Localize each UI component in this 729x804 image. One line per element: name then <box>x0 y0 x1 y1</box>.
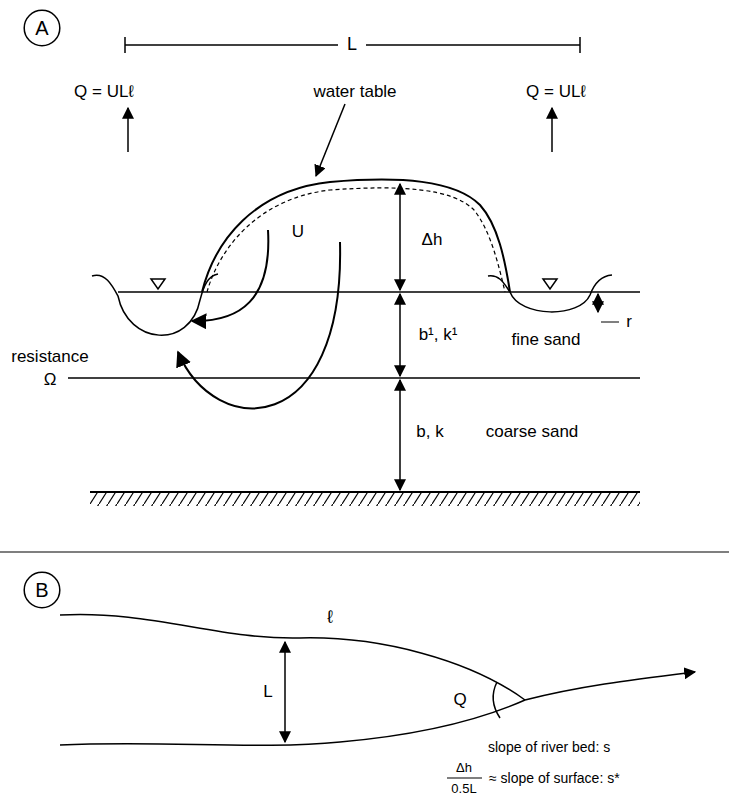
flow-line <box>178 242 340 408</box>
dimension-arrow <box>399 294 401 376</box>
leader-line <box>601 322 619 323</box>
diagram-label: ℓ <box>325 608 335 628</box>
dimension-arrow <box>284 642 286 742</box>
diagram-label: resistance <box>9 348 90 367</box>
diagram-label: 0.5L <box>449 782 478 796</box>
panel-letter: A <box>23 9 61 47</box>
fraction-bar <box>447 777 482 778</box>
water-table-dashed <box>207 188 505 292</box>
diagram-label: b¹, k¹ <box>417 326 460 345</box>
panel-letter-circle: B <box>23 571 61 609</box>
diagram-label: b, k <box>414 423 445 442</box>
river-bank <box>60 614 525 700</box>
diagram-label: Ω <box>42 371 59 390</box>
diagram-label: Q = ULℓ <box>72 83 136 102</box>
scale-bar <box>125 44 338 46</box>
diagram-label: ≈ slope of surface: s* <box>487 771 622 786</box>
panel-letter: B <box>23 571 61 609</box>
scale-tick <box>124 37 126 53</box>
diagram-label: Q = ULℓ <box>524 83 588 102</box>
river-channel <box>488 275 612 312</box>
diagram-label: Q <box>451 691 468 710</box>
water-level-symbol <box>151 279 165 289</box>
diagram-label: Δh <box>454 761 474 775</box>
diagram-label: U <box>290 223 306 242</box>
diagram-label: coarse sand <box>484 423 581 442</box>
water-level-symbol <box>543 279 557 289</box>
diagram-label: water table <box>311 83 398 102</box>
diagram-label: r <box>624 313 634 332</box>
dimension-arrow <box>399 380 401 490</box>
river-channel <box>92 274 218 335</box>
base-hatching <box>90 492 640 506</box>
diagram-label: slope of river bed: s <box>486 740 612 755</box>
water-table <box>202 180 510 292</box>
flow-line <box>192 230 268 321</box>
diagram-label: L <box>261 683 274 702</box>
water-level-line <box>118 291 640 293</box>
leader-arrow <box>316 104 345 176</box>
diagram-label: fine sand <box>510 331 583 350</box>
discharge-arrow <box>551 108 553 152</box>
discharge-arrow <box>127 108 129 152</box>
dimension-arrow <box>399 184 401 290</box>
panel-separator <box>0 551 729 552</box>
layer-boundary <box>68 377 640 379</box>
scale-bar <box>366 44 580 46</box>
diagram-label: Δh <box>420 231 445 250</box>
diagram-label: L <box>345 35 359 55</box>
discharge-section <box>493 682 500 718</box>
river-outflow <box>525 672 695 700</box>
panel-letter-circle: A <box>23 9 61 47</box>
scale-tick <box>579 37 581 53</box>
dimension-arrow <box>597 294 599 312</box>
